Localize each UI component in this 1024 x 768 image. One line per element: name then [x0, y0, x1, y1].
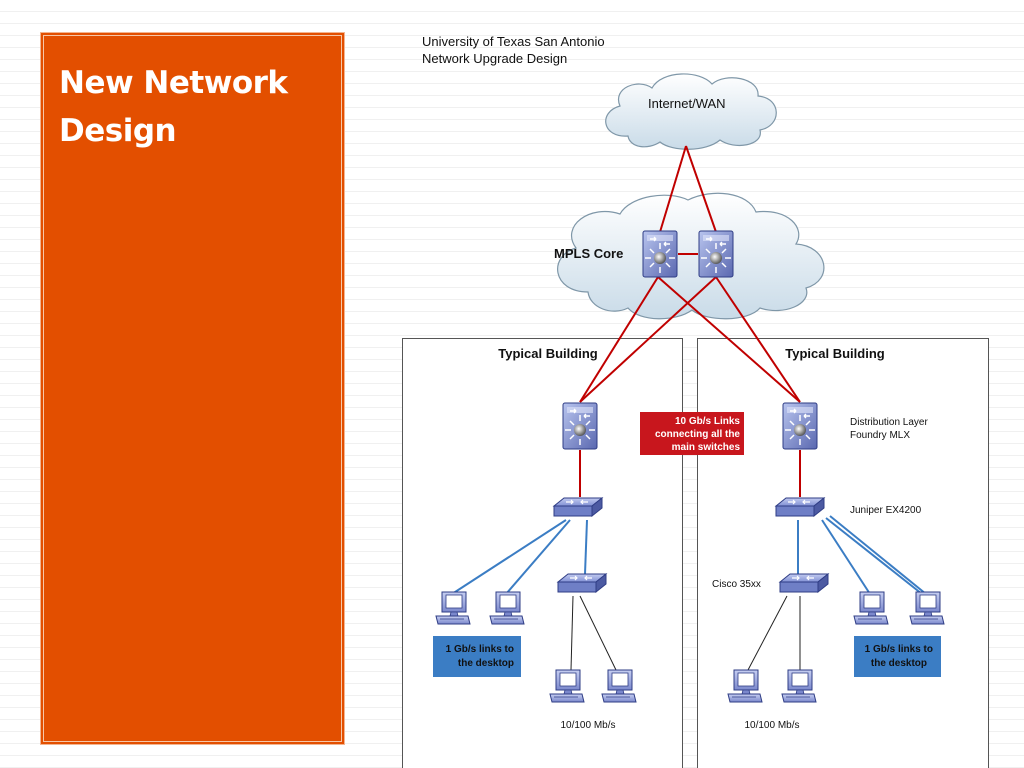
- building-title-right: Typical Building: [785, 346, 884, 361]
- gig-desktop-callout-left: 1 Gb/s links to the desktop: [433, 636, 521, 677]
- access-speed-label-right: 10/100 Mb/s: [744, 720, 799, 731]
- access-switch-icon-right: [779, 573, 829, 593]
- slide-title: New Network Design: [59, 59, 329, 155]
- distribution-label-line-2: Foundry MLX: [850, 430, 910, 441]
- gig-desktop-callout-right-line-1: 1 Gb/s links to: [865, 644, 933, 655]
- slide-title-line-2: Design: [59, 113, 177, 149]
- gig-desktop-callout-left-line-1: 1 Gb/s links to: [446, 644, 514, 655]
- gig-desktop-callout-right-line-2: the desktop: [871, 658, 927, 669]
- ten-gig-callout-line-1: 10 Gb/s Links: [675, 416, 740, 427]
- diagram-heading-line-2: Network Upgrade Design: [422, 51, 567, 66]
- ten-gig-callout-line-3: main switches: [672, 442, 741, 453]
- title-panel: New Network Design: [40, 32, 345, 745]
- gig-links: [451, 515, 927, 595]
- edge-switch-icon-left: [553, 497, 603, 517]
- core-router-icon-1: [642, 230, 678, 278]
- ten-gig-callout: 10 Gb/s Links connecting all the main sw…: [640, 412, 744, 455]
- access-speed-label-left: 10/100 Mb/s: [560, 720, 615, 731]
- distribution-router-icon-left: [562, 402, 598, 450]
- ten-gig-callout-line-2: connecting all the: [655, 429, 740, 440]
- core-router-icon-2: [698, 230, 734, 278]
- mpls-core-cloud-icon: MPLS Core: [554, 192, 825, 320]
- distribution-label-line-1: Distribution Layer: [850, 417, 928, 428]
- diagram-heading-line-1: University of Texas San Antonio: [422, 34, 605, 49]
- fast-ethernet-links: [570, 595, 801, 671]
- gig-desktop-callout-left-line-2: the desktop: [458, 658, 514, 669]
- edge-switch-label: Juniper EX4200: [850, 505, 922, 516]
- internet-label: Internet/WAN: [648, 96, 726, 111]
- edge-switch-icon-right: [775, 497, 825, 517]
- slide-title-line-1: New Network: [59, 65, 288, 101]
- internet-cloud-icon: Internet/WAN: [605, 73, 777, 150]
- distribution-router-icon-right: [782, 402, 818, 450]
- building-title-left: Typical Building: [498, 346, 597, 361]
- access-switch-icon-left: [557, 573, 607, 593]
- mpls-core-label: MPLS Core: [554, 246, 623, 261]
- ten-gig-links: [579, 145, 801, 497]
- access-switch-label: Cisco 35xx: [712, 579, 761, 590]
- gig-desktop-callout-right: 1 Gb/s links to the desktop: [854, 636, 941, 677]
